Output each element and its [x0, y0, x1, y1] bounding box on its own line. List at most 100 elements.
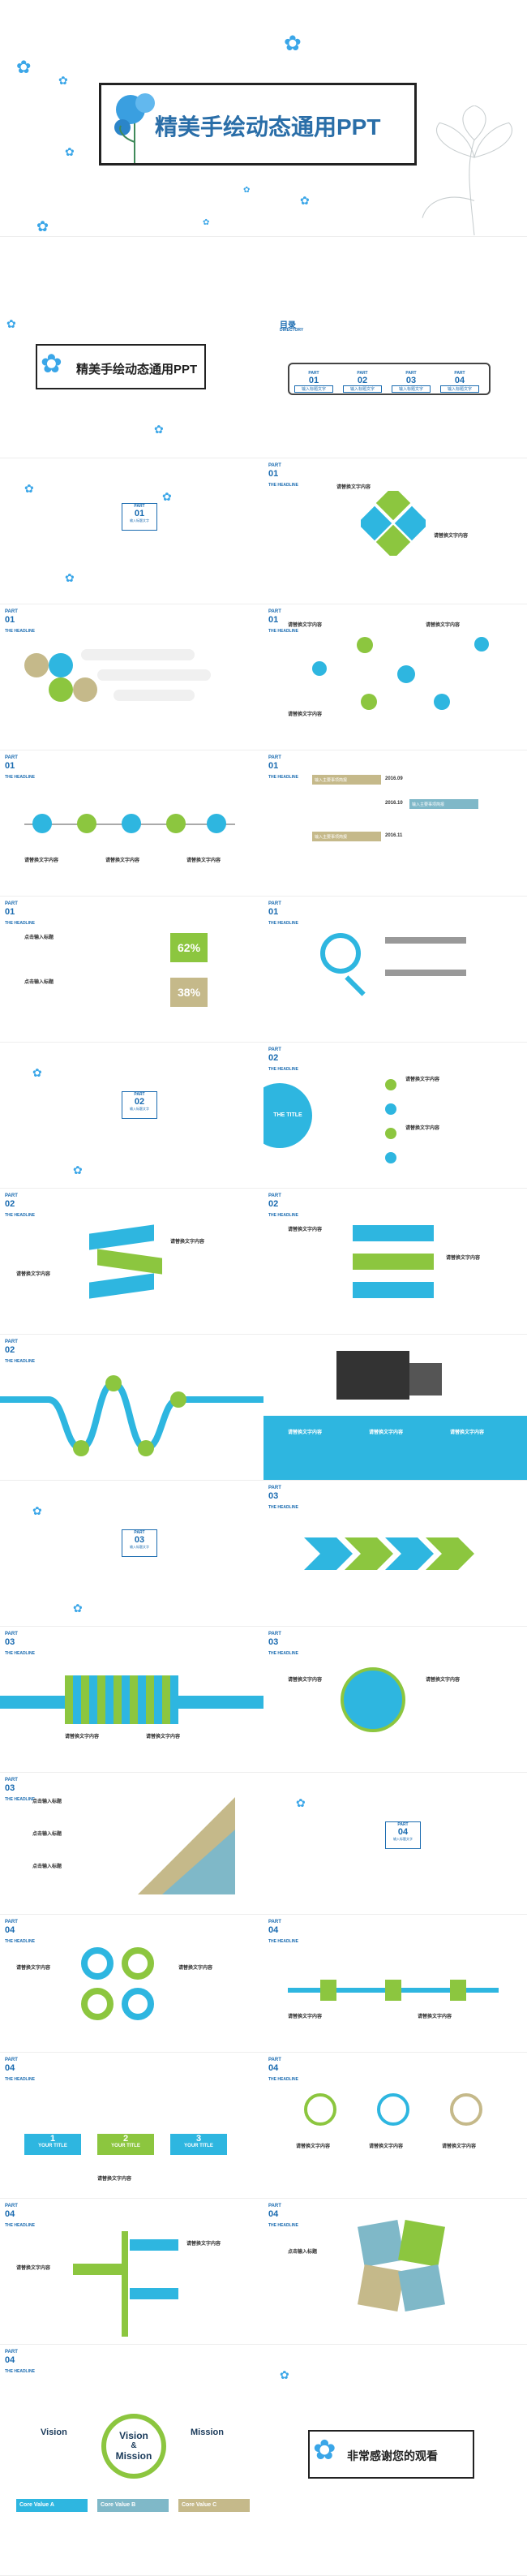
section-cover-02: ✿ ✿ PART 02 输入标题文字	[0, 1043, 264, 1189]
lotus-drawing-icon	[422, 105, 512, 235]
headline: THE HEADLINE	[268, 1939, 298, 1944]
badge	[450, 2093, 482, 2126]
section-box: PART 03 输入标题文字	[122, 1529, 157, 1557]
headline: THE HEADLINE	[5, 2369, 35, 2374]
text-pill	[97, 669, 211, 681]
arrow-banner	[353, 1254, 434, 1270]
sign-arrow	[130, 2288, 178, 2299]
event-date: 2016.11	[385, 833, 403, 838]
content-label: 请替换文字内容	[369, 2144, 404, 2149]
event-date: 2016.09	[385, 776, 403, 781]
content-label: 请替换文字内容	[288, 1430, 323, 1435]
section-cover-04: ✿ PART 04 输入标题文字	[264, 1773, 527, 1915]
headline: THE HEADLINE	[268, 2077, 298, 2082]
blue-flower-icon: ✿	[32, 1504, 42, 1517]
sign-pole	[122, 2231, 128, 2337]
content-label: 请替换文字内容	[65, 1735, 100, 1740]
core-value: Core Value C	[178, 2499, 250, 2512]
content-label: 请替换文字内容	[288, 1228, 323, 1232]
node	[434, 694, 450, 710]
node	[385, 1103, 396, 1115]
arrows-circle	[341, 1667, 405, 1732]
arrow-banner	[353, 1282, 434, 1298]
content-label: 请替换文字内容	[369, 1430, 404, 1435]
content-label: 请替换文字内容	[296, 2144, 331, 2149]
headline: THE HEADLINE	[5, 1651, 35, 1656]
click-title: 点击输入标题	[24, 980, 54, 985]
thanks-frame: ✿ 非常感谢您的观看	[308, 2430, 474, 2479]
section-box: PART 02 输入标题文字	[122, 1091, 157, 1119]
small-title: 精美手绘动态通用PPT	[76, 363, 198, 376]
content-label: 请替换文字内容	[16, 1966, 51, 1971]
cycle-diagram	[361, 491, 426, 556]
arrow-banner	[353, 1225, 434, 1241]
timeline-node	[32, 814, 52, 833]
sign-arrow	[73, 2264, 122, 2275]
blue-flower-icon: ✿	[284, 31, 302, 55]
tablet-image	[409, 1363, 442, 1396]
timeline-node	[166, 814, 186, 833]
node	[397, 665, 415, 683]
headline: THE HEADLINE	[5, 921, 35, 926]
node	[357, 637, 373, 653]
blue-flower-icon: ✿	[280, 2368, 289, 2381]
core-value: Core Value B	[97, 2499, 169, 2512]
blue-flower-icon: ✿	[203, 218, 210, 227]
thanks-text: 非常感谢您的观看	[347, 2449, 438, 2462]
blue-flower-bouquet-icon: ✿	[313, 2435, 336, 2466]
title-frame-small: ✿ 精美手绘动态通用PPT	[36, 344, 206, 389]
node	[385, 1128, 396, 1139]
title-slide-small: ✿ ✿ ✿ 精美手绘动态通用PPT	[0, 302, 264, 458]
content-label: 请替换文字内容	[16, 1272, 51, 1277]
content-label: 请替换文字内容	[426, 623, 461, 628]
headline: THE HEADLINE	[5, 1797, 35, 1802]
headline: THE HEADLINE	[5, 2077, 35, 2082]
node	[385, 1079, 396, 1090]
content-label: 请替换文字内容	[16, 2266, 51, 2271]
event-bar: 输入主要事项简报	[312, 775, 381, 785]
section-box: PART 04 输入标题文字	[385, 1821, 421, 1849]
node	[312, 661, 327, 676]
sign-arrow	[130, 2239, 178, 2251]
content-label: 请替换文字内容	[288, 623, 323, 628]
title-frame: 精美手绘动态通用PPT	[99, 83, 417, 166]
timeline-marker	[320, 1980, 336, 2001]
magnifier-icon	[320, 933, 361, 974]
headline: THE HEADLINE	[268, 1067, 298, 1072]
headline: THE HEADLINE	[268, 921, 298, 926]
blue-flower-bouquet-icon: ✿	[41, 349, 62, 378]
headline: THE HEADLINE	[5, 2223, 35, 2228]
section-box: PART 01 输入标题文字	[122, 503, 157, 531]
vision-mission-circle: Vision & Mission	[101, 2414, 166, 2479]
timeline-node	[77, 814, 96, 833]
content-label: 请替换文字内容	[405, 1126, 440, 1131]
blue-flower-icon: ✿	[24, 482, 34, 495]
headline: THE HEADLINE	[268, 629, 298, 634]
content-label: 请替换文字内容	[442, 2144, 477, 2149]
blue-flower-icon: ✿	[58, 74, 68, 87]
